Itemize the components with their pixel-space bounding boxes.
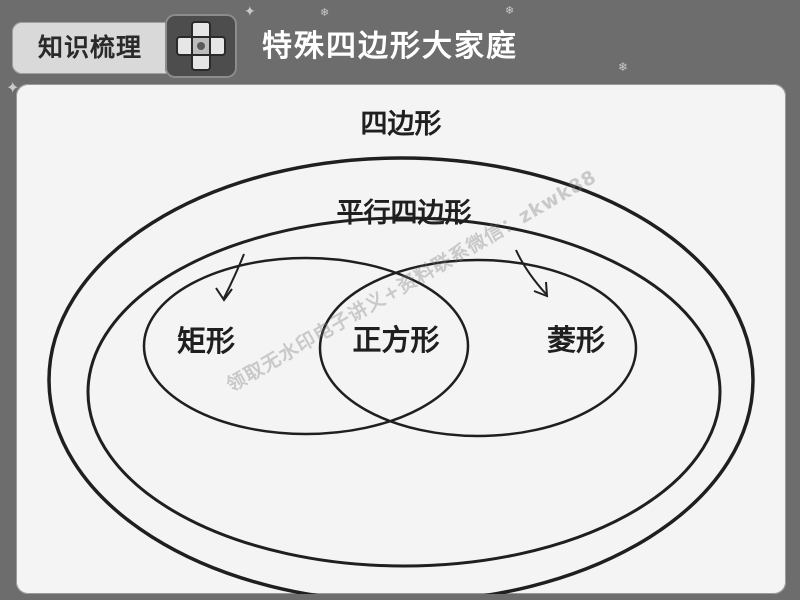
left-arrow [215,253,245,302]
quadrilateral-ellipse [47,156,755,594]
page-title: 特殊四边形大家庭 [262,29,518,64]
section-badge-label: 知识梳理 [37,33,142,62]
sparkle-icon: ❄ [320,6,330,19]
rectangle-ellipse [142,256,470,436]
sparkle-icon: ✦ [244,4,256,20]
puzzle-cross-icon [165,14,237,78]
rhombus-ellipse [318,258,638,438]
sparkle-icon: ❄ [505,4,515,17]
rectangle-label: 矩形 [177,324,235,358]
venn-diagram: 四边形 平行四边形 矩形 正方形 菱形 [47,109,755,594]
right-arrow [515,249,549,298]
diagram-panel: 四边形 平行四边形 矩形 正方形 菱形 领取无水印电子讲义+资料联系微信：zkw… [16,84,786,594]
section-badge: 知识梳理 [12,22,168,74]
sparkle-icon: ❄ [618,60,629,74]
rhombus-label: 菱形 [547,323,605,357]
quadrilateral-label: 四边形 [361,109,442,140]
parallelogram-ellipse [86,216,722,568]
square-label: 正方形 [352,323,439,357]
parallelogram-label: 平行四边形 [337,197,472,229]
